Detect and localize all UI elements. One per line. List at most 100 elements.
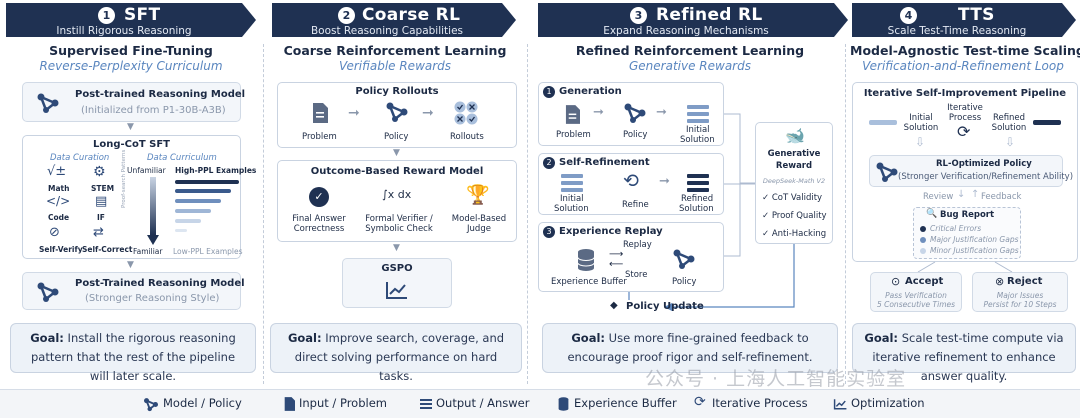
refine-cycle-icon: ⟲ [623, 170, 639, 192]
accept-sub: 5 Consecutive Times [876, 300, 956, 309]
policy-icon [37, 282, 59, 302]
math-icon: √± [47, 164, 67, 179]
self-verify-icon: ⊘ [49, 225, 60, 240]
reject-box: Reject ⊗ Major Issues Persist for 10 Ste… [972, 272, 1068, 312]
buffer-label: Experience Buffer [551, 277, 627, 287]
document-icon [313, 103, 328, 123]
generation-title: Generation [559, 86, 622, 97]
bug-report-box: Bug Report 🔍 Critical Errors Major Justi… [913, 207, 1021, 259]
watermark: 公众号 · 上海人工智能实验室 [645, 368, 907, 390]
data-curation-label: Data Curation [50, 153, 110, 163]
data-curriculum-label: Data Curriculum [147, 153, 217, 163]
document-icon [565, 105, 580, 124]
database-icon [558, 397, 569, 411]
difficulty-axis [147, 177, 159, 245]
orm-item: Final Answer [292, 214, 346, 224]
initial-label: Initial [909, 113, 933, 123]
stage-header-refined-rl: 3 Refined RL Expand Reasoning Mechanisms [538, 3, 848, 37]
generation-item: Policy [623, 130, 648, 140]
check-item: ✓ Proof Quality [762, 211, 827, 221]
reject-sub: Major Issues [996, 291, 1044, 300]
ppl-bar [175, 229, 187, 232]
stage-subtitle: Instill Rigorous Reasoning [56, 25, 192, 37]
sft-goal: Goal: Install the rigorous reasoning pat… [10, 323, 256, 383]
arrow-right-icon: ➞ [659, 174, 670, 189]
policy-update-label: Policy Update [626, 301, 704, 312]
experience-replay-title: Experience Replay [559, 226, 663, 237]
stage-title: TTS [958, 5, 995, 25]
self-refinement-box: 2 Self-Refinement Initial Solution ⟲ Ref… [538, 153, 724, 215]
arrow-up-icon: ↑ [971, 189, 980, 200]
policy-icon [37, 93, 59, 113]
check-cross-icon [454, 101, 478, 125]
arrow-down-icon: ⇩ [1005, 135, 1016, 149]
flow-arrow: ▼ [393, 243, 400, 253]
stage-header-coarse-rl: 2 Coarse RL Boost Reasoning Capabilities [272, 3, 516, 37]
refined-goal: Goal: Use more fine-grained feedback to … [542, 323, 838, 373]
tts-goal: Goal: Scale test-time compute via iterat… [852, 323, 1076, 383]
bug-dot [920, 237, 926, 243]
low-ppl-label: Low-PPL Examples [173, 247, 243, 256]
rl-policy-box: RL-Optimized Policy (Stronger Verificati… [869, 155, 1073, 187]
feedback-label: Feedback [981, 192, 1022, 202]
self-correct-icon: ⇄ [93, 225, 104, 240]
bug-dot [920, 226, 926, 232]
curation-item: Self-Correct [82, 245, 133, 254]
selfref-item: Solution [679, 204, 714, 214]
search-icon: 🔍 [926, 209, 938, 219]
stage-header-sft: 1 SFT Instill Rigorous Reasoning [6, 3, 256, 37]
stage-number: 4 [900, 7, 917, 24]
policy-icon [624, 103, 646, 123]
bug-item: Major Justification Gaps [930, 235, 1019, 244]
goal-text: Use more fine-grained feedback to encour… [567, 331, 813, 364]
ppl-bar [175, 199, 221, 203]
step-number: 1 [543, 86, 555, 98]
initial-label: Solution [903, 123, 939, 133]
generation-box: 1 Generation Problem ➞ Policy ➞ Initial … [538, 82, 724, 146]
stage-subtitle: Expand Reasoning Mechanisms [603, 25, 769, 37]
output-lines-icon [420, 399, 432, 410]
column-separator [845, 44, 846, 384]
legend-item: Model / Policy [163, 396, 242, 410]
gen-reward-model: DeepSeek-Math V2 [762, 177, 826, 185]
arrow-right-icon: ➞ [656, 105, 667, 120]
experience-replay-box: 3 Experience Replay Experience Buffer Re… [538, 222, 724, 292]
iterative-cycle-icon: ⟳ [694, 394, 706, 410]
rollout-item: Policy [384, 132, 409, 142]
check-item: ✓ CoT Validity [762, 193, 823, 203]
post-trained-label: Post-Trained Reasoning Model [75, 278, 245, 289]
goal-label: Goal: [287, 331, 322, 345]
generation-item: Problem [556, 130, 591, 140]
store-label: Store [625, 270, 648, 280]
document-icon [284, 397, 295, 411]
legend-item: Output / Answer [436, 396, 530, 410]
goal-text: Scale test-time compute via iterative re… [872, 331, 1064, 383]
coarse-goal: Goal: Improve search, coverage, and dire… [270, 323, 522, 383]
column-separator [263, 44, 264, 384]
chart-line-icon [386, 282, 407, 299]
goal-label: Goal: [864, 331, 899, 345]
output-lines-icon [561, 174, 583, 192]
orm-item: Formal Verifier / [365, 214, 433, 224]
gspo-box: GSPO [342, 258, 452, 308]
reject-label: Reject [1007, 276, 1043, 287]
arrow-left-icon: ⟵ [609, 259, 624, 270]
policy-update-icon: ◆ [610, 300, 618, 311]
flow-arrow: ▼ [127, 122, 134, 132]
base-model-label: Post-trained Reasoning Model [75, 89, 246, 100]
column-separator [527, 44, 528, 384]
refined-label: Solution [991, 123, 1027, 133]
generation-item: Initial [686, 125, 710, 135]
ppl-bar [175, 180, 239, 184]
policy-icon [876, 162, 898, 182]
policy-icon [144, 398, 158, 412]
bug-item: Minor Justification Gaps [930, 246, 1019, 255]
rl-policy-label: RL-Optimized Policy [936, 159, 1032, 169]
sft-subtitle: Reverse-Perplexity Curriculum [39, 59, 223, 73]
tts-title: Model-Agnostic Test-time Scaling [850, 43, 1080, 58]
legend-item: Input / Problem [299, 396, 387, 410]
step-number: 2 [543, 157, 555, 169]
arrow-right-icon: ⟶ [609, 249, 624, 260]
trophy-icon: 🏆 [466, 184, 490, 206]
stem-icon: ⚙ [93, 164, 106, 180]
